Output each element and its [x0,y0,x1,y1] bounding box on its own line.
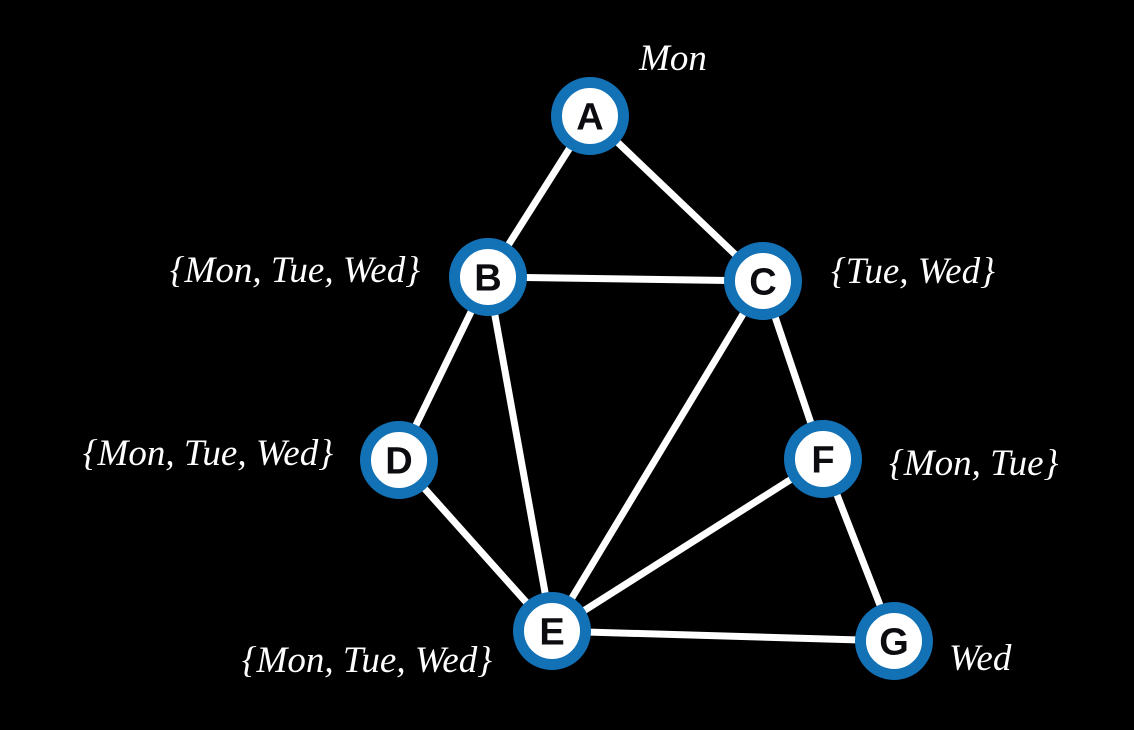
node-F-domain-label: {Mon, Tue} [889,443,1059,484]
node-G-domain-label: Wed [949,638,1012,679]
edge-B-E [484,273,556,635]
node-A-domain-label: Mon [638,38,707,79]
node-D-domain-label: {Mon, Tue, Wed} [83,433,333,474]
edge-C-E [548,277,767,635]
node-C-domain-label: {Tue, Wed} [831,251,995,292]
node-D-letter: D [385,440,412,482]
node-A: A [551,77,629,155]
edge-B-C [484,273,767,285]
node-C-letter: C [749,261,776,303]
node-E-letter: E [539,611,564,653]
node-F: F [784,420,862,498]
edge-E-F [548,455,827,635]
node-B: B [449,238,527,316]
edge-E-G [548,627,898,645]
node-B-letter: B [474,257,501,299]
node-G: G [855,602,933,680]
node-B-circle [449,238,527,316]
node-A-letter: A [576,96,603,138]
node-F-circle [784,420,862,498]
node-C: C [724,242,802,320]
node-E-circle [513,592,591,670]
node-G-circle [855,602,933,680]
node-F-letter: F [811,439,834,481]
node-B-domain-label: {Mon, Tue, Wed} [170,250,420,291]
node-E: E [513,592,591,670]
node-D: D [360,421,438,499]
node-A-circle [551,77,629,155]
node-E-domain-label: {Mon, Tue, Wed} [242,640,492,681]
node-D-circle [360,421,438,499]
node-G-letter: G [879,621,909,663]
edge-A-C [586,112,767,285]
node-C-circle [724,242,802,320]
